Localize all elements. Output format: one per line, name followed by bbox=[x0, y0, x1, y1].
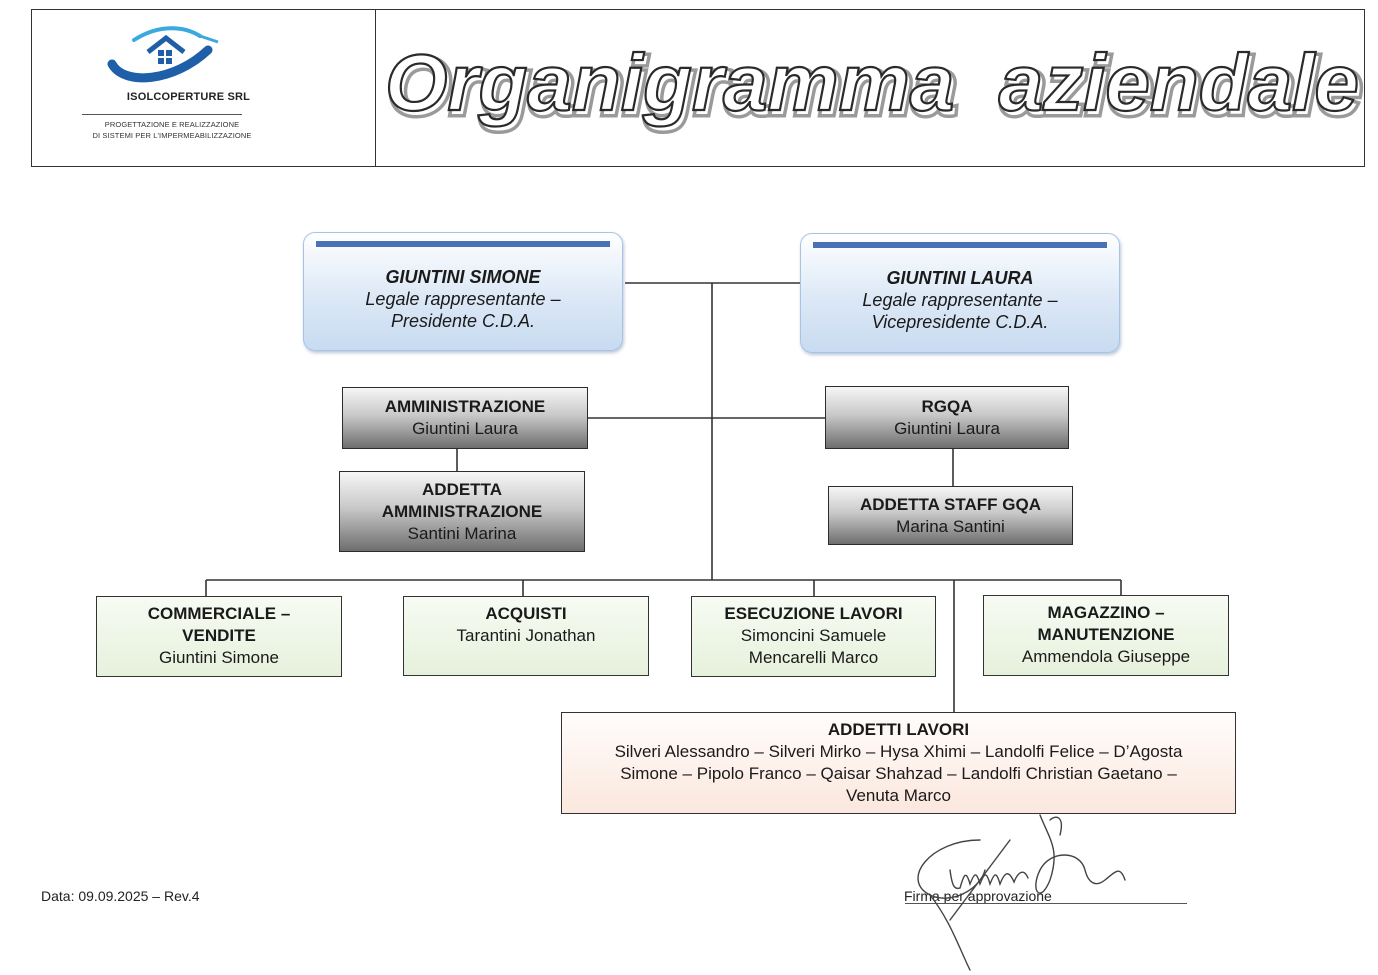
company-logo-icon bbox=[107, 26, 219, 83]
box-title-line2: AMMINISTRAZIONE bbox=[381, 501, 543, 521]
box-amministrazione: AMMINISTRAZIONE Giuntini Laura bbox=[342, 387, 588, 449]
workers-line2: Simone – Pipolo Franco – Qaisar Shahzad … bbox=[620, 764, 1177, 783]
box-person: Giuntini Laura bbox=[412, 419, 518, 438]
header: ISOLCOPERTURE SRL PROGETTAZIONE E REALIZ… bbox=[31, 9, 1365, 167]
box-dept-esecuzione-lavori: ESECUZIONE LAVORI Simoncini Samuele Menc… bbox=[691, 596, 936, 677]
page-title-front: Organigramma aziendale bbox=[385, 38, 1359, 127]
page-title-svg: Organigramma aziendale Organigramma azie… bbox=[384, 37, 1364, 135]
exec-role-line2: Vicepresidente C.D.A. bbox=[871, 312, 1049, 332]
logo-block: ISOLCOPERTURE SRL PROGETTAZIONE E REALIZ… bbox=[32, 10, 376, 166]
company-name: ISOLCOPERTURE SRL bbox=[126, 91, 251, 103]
box-addetta-staff-gqa: ADDETTA STAFF GQA Marina Santini bbox=[828, 486, 1073, 545]
exec-name: GIUNTINI LAURA bbox=[886, 268, 1034, 288]
signature-line bbox=[905, 903, 1187, 904]
box-dept-magazzino: MAGAZZINO – MANUTENZIONE Ammendola Giuse… bbox=[983, 595, 1229, 676]
box-rgqa: RGQA Giuntini Laura bbox=[825, 386, 1069, 449]
box-dept-acquisti: ACQUISTI Tarantini Jonathan bbox=[403, 596, 649, 676]
box-addetti-lavori: ADDETTI LAVORI Silveri Alessandro – Silv… bbox=[561, 712, 1236, 814]
company-tagline-line1: PROGETTAZIONE E REALIZZAZIONE bbox=[104, 120, 240, 129]
logo-divider bbox=[82, 114, 242, 115]
box-title: ADDETTI LAVORI bbox=[827, 720, 970, 739]
exec-box-president: GIUNTINI SIMONE Legale rappresentante – … bbox=[303, 232, 623, 351]
exec-role-line2: Presidente C.D.A. bbox=[390, 310, 536, 331]
box-title: ADDETTA STAFF GQA bbox=[860, 494, 1041, 514]
date-revision: Data: 09.09.2025 – Rev.4 bbox=[41, 888, 200, 904]
box-title-line1: ACQUISTI bbox=[485, 604, 567, 623]
workers-line1: Silveri Alessandro – Silveri Mirko – Hys… bbox=[614, 742, 1183, 761]
box-person-line2: Mencarelli Marco bbox=[748, 648, 879, 667]
box-title: RGQA bbox=[921, 396, 973, 416]
signature-label: Firma per approvazione bbox=[904, 888, 1052, 904]
exec-role-line1: Legale rappresentante – bbox=[862, 290, 1058, 310]
box-person: Santini Marina bbox=[407, 523, 517, 543]
title-block: Organigramma aziendale Organigramma azie… bbox=[376, 10, 1364, 166]
box-person: Tarantini Jonathan bbox=[456, 626, 596, 645]
box-dept-commerciale: COMMERCIALE – VENDITE Giuntini Simone bbox=[96, 596, 342, 677]
box-title-line1: ESECUZIONE LAVORI bbox=[724, 604, 903, 623]
box-title-line1: MAGAZZINO – bbox=[1047, 603, 1165, 622]
exec-name: GIUNTINI SIMONE bbox=[385, 266, 541, 287]
exec-role-line1: Legale rappresentante – bbox=[365, 288, 561, 309]
box-person: Giuntini Laura bbox=[894, 418, 1000, 438]
workers-line3: Venuta Marco bbox=[846, 786, 951, 805]
box-person: Ammendola Giuseppe bbox=[1021, 647, 1191, 666]
handwritten-signature bbox=[917, 814, 1126, 971]
box-person: Marina Santini bbox=[896, 516, 1005, 536]
box-title: AMMINISTRAZIONE bbox=[384, 397, 546, 416]
company-tagline-line2: DI SISTEMI PER L'IMPERMEABILIZZAZIONE bbox=[92, 131, 252, 140]
box-title-line1: ADDETTA bbox=[422, 479, 502, 499]
box-addetta-amministrazione: ADDETTA AMMINISTRAZIONE Santini Marina bbox=[339, 471, 585, 552]
box-title-line1: COMMERCIALE – bbox=[147, 604, 291, 623]
box-person: Giuntini Simone bbox=[158, 648, 279, 667]
box-person-line1: Simoncini Samuele bbox=[740, 626, 887, 645]
box-title-line2: VENDITE bbox=[182, 626, 256, 645]
exec-box-vicepresident: GIUNTINI LAURA Legale rappresentante – V… bbox=[800, 233, 1120, 353]
company-tagline: PROGETTAZIONE E REALIZZAZIONE DI SISTEMI… bbox=[52, 119, 292, 141]
page-title: Organigramma aziendale bbox=[388, 42, 1362, 131]
box-title-line2: MANUTENZIONE bbox=[1037, 625, 1175, 644]
